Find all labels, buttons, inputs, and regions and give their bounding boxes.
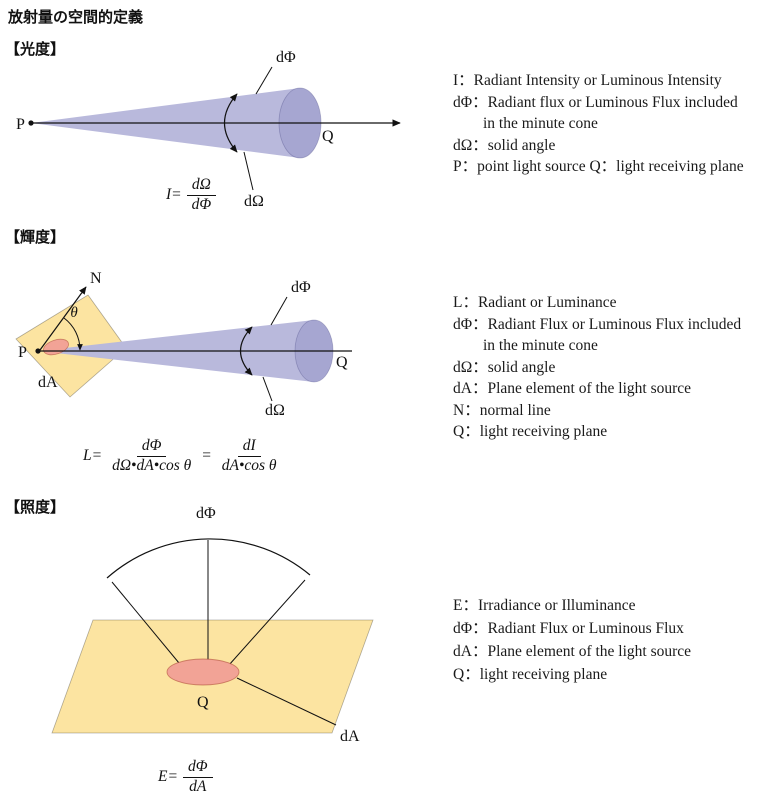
fraction: dΦ dΩ•dA•cos θ <box>107 437 196 475</box>
domega-leader-line <box>243 151 254 191</box>
theta-label: θ <box>70 305 78 321</box>
solid-angle-label: dΩ <box>265 402 285 419</box>
fraction-numerator: dI <box>237 437 261 457</box>
fraction: dI dA•cos θ <box>217 437 282 475</box>
legend-line: P：point light source Q：light receiving p… <box>453 158 744 175</box>
source-plane <box>15 294 127 398</box>
fraction: dΩ dΦ <box>186 176 217 214</box>
page-title: 放射量の空間的定義 <box>8 8 144 26</box>
legend-line: Q：light receiving plane <box>453 423 608 440</box>
equals-sign: = <box>201 447 212 465</box>
point-source-label: P <box>18 344 27 361</box>
intensity-diagram: P Q dΦ dΩ <box>16 49 401 210</box>
legend-line: dΦ：Radiant flux or Luminous Flux include… <box>453 93 738 111</box>
point-source-label: P <box>16 116 25 133</box>
luminance-formula: L= dΦ dΩ•dA•cos θ = dI dA•cos θ <box>83 437 284 475</box>
fraction-denominator: dΩ•dA•cos θ <box>112 456 192 474</box>
dphi-leader-line <box>270 296 288 326</box>
intensity-legend: I：Radiant Intensity or Luminous Intensit… <box>453 70 761 178</box>
formula-lhs: E= <box>158 768 178 786</box>
flux-ray-right <box>228 579 306 666</box>
legend-line: N：normal line <box>453 401 551 419</box>
normal-label: N <box>90 270 102 287</box>
legend-line: dA：Plane element of the light source <box>453 643 692 660</box>
luminance-diagram: P N θ dA dΦ dΩ Q <box>15 270 352 419</box>
point-source-dot <box>35 348 41 354</box>
legend-line: I：Radiant Intensity or Luminous Intensit… <box>453 72 722 89</box>
da-leader-line <box>236 677 337 726</box>
fraction-numerator: dΦ <box>182 758 213 778</box>
domega-leader-line <box>262 376 273 402</box>
legend-line: dΦ：Radiant Flux or Luminous Flux <box>453 620 684 637</box>
theta-angle-arc <box>63 317 83 351</box>
flux-arc <box>106 538 311 579</box>
solid-angle-label: dΩ <box>244 193 264 210</box>
fraction: dΦ dA <box>182 758 213 796</box>
section-heading-illuminance: 【照度】 <box>5 498 66 516</box>
legend-line: Q：light receiving plane <box>453 666 608 683</box>
dphi-leader-line <box>255 66 273 95</box>
receiving-plane-label: Q <box>322 128 334 145</box>
section-heading-intensity: 【光度】 <box>5 40 66 58</box>
solid-angle-arrow <box>224 93 238 153</box>
solid-angle-arrow <box>239 326 253 376</box>
legend-line: dΩ：solid angle <box>453 136 556 154</box>
formula-lhs: L= <box>83 447 103 465</box>
legend-line: dΩ：solid angle <box>453 358 556 376</box>
luminance-legend: L：Radiant or Luminance dΦ：Radiant Flux o… <box>453 292 761 443</box>
point-source-dot <box>28 120 34 126</box>
fraction-denominator: dA <box>189 777 207 795</box>
receiving-plane-label: Q <box>197 694 209 711</box>
surface-element-label: dA <box>340 728 360 745</box>
flux-label: dΦ <box>196 505 216 522</box>
formula-lhs: I= <box>166 186 182 204</box>
section-heading-luminance: 【輝度】 <box>5 228 66 246</box>
intensity-formula: I= dΩ dΦ <box>166 176 218 214</box>
normal-arrow <box>39 286 87 351</box>
flux-label: dΦ <box>291 279 311 296</box>
fraction-numerator: dΦ <box>136 437 167 457</box>
fraction-denominator: dA•cos θ <box>221 456 277 474</box>
receiving-plane-label: Q <box>336 354 348 371</box>
legend-line: E：Irradiance or Illuminance <box>453 597 636 614</box>
surface-element <box>166 658 240 686</box>
fraction-numerator: dΩ <box>186 176 216 196</box>
legend-line: L：Radiant or Luminance <box>453 294 617 311</box>
illuminance-formula: E= dΦ dA <box>158 758 215 796</box>
illuminance-diagram: dΦ Q dA <box>51 505 374 745</box>
flux-label: dΦ <box>276 49 296 66</box>
illuminance-legend: E：Irradiance or Illuminance dΦ：Radiant F… <box>453 594 761 686</box>
flux-ray-left <box>111 581 180 664</box>
legend-line: dΦ：Radiant Flux or Luminous Flux include… <box>453 315 742 333</box>
legend-line: in the minute cone <box>483 337 598 354</box>
legend-line: in the minute cone <box>483 115 598 132</box>
fraction-denominator: dΦ <box>191 195 212 213</box>
legend-line: dA：Plane element of the light source <box>453 380 692 397</box>
surface-element-label: dA <box>38 374 58 391</box>
